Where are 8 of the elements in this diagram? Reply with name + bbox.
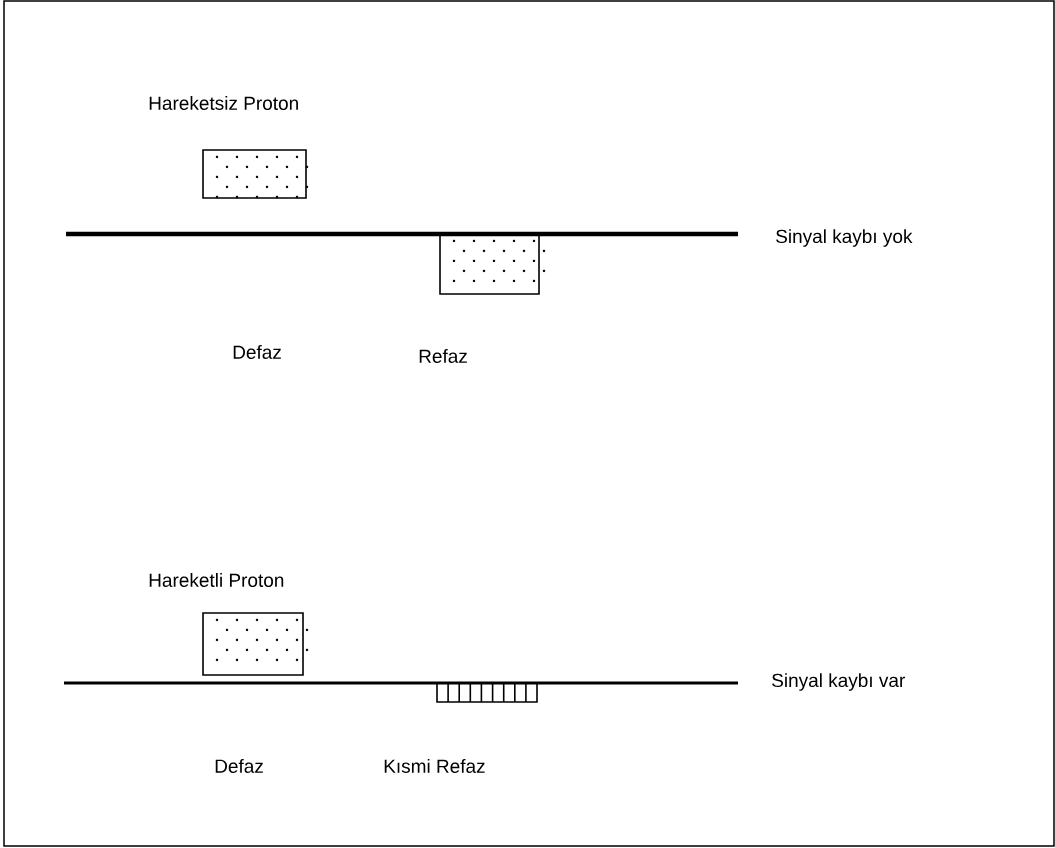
label: Defaz	[233, 345, 281, 359]
label: Sinyal kaybı yok	[776, 229, 913, 247]
label: Hareketli Proton	[149, 573, 284, 587]
label: Defaz	[215, 759, 263, 773]
label: Kısmi Refaz	[384, 759, 485, 773]
label: Hareketsiz Proton	[149, 96, 298, 110]
label: Sinyal kaybı var	[772, 673, 905, 691]
label: Refaz	[419, 349, 467, 363]
